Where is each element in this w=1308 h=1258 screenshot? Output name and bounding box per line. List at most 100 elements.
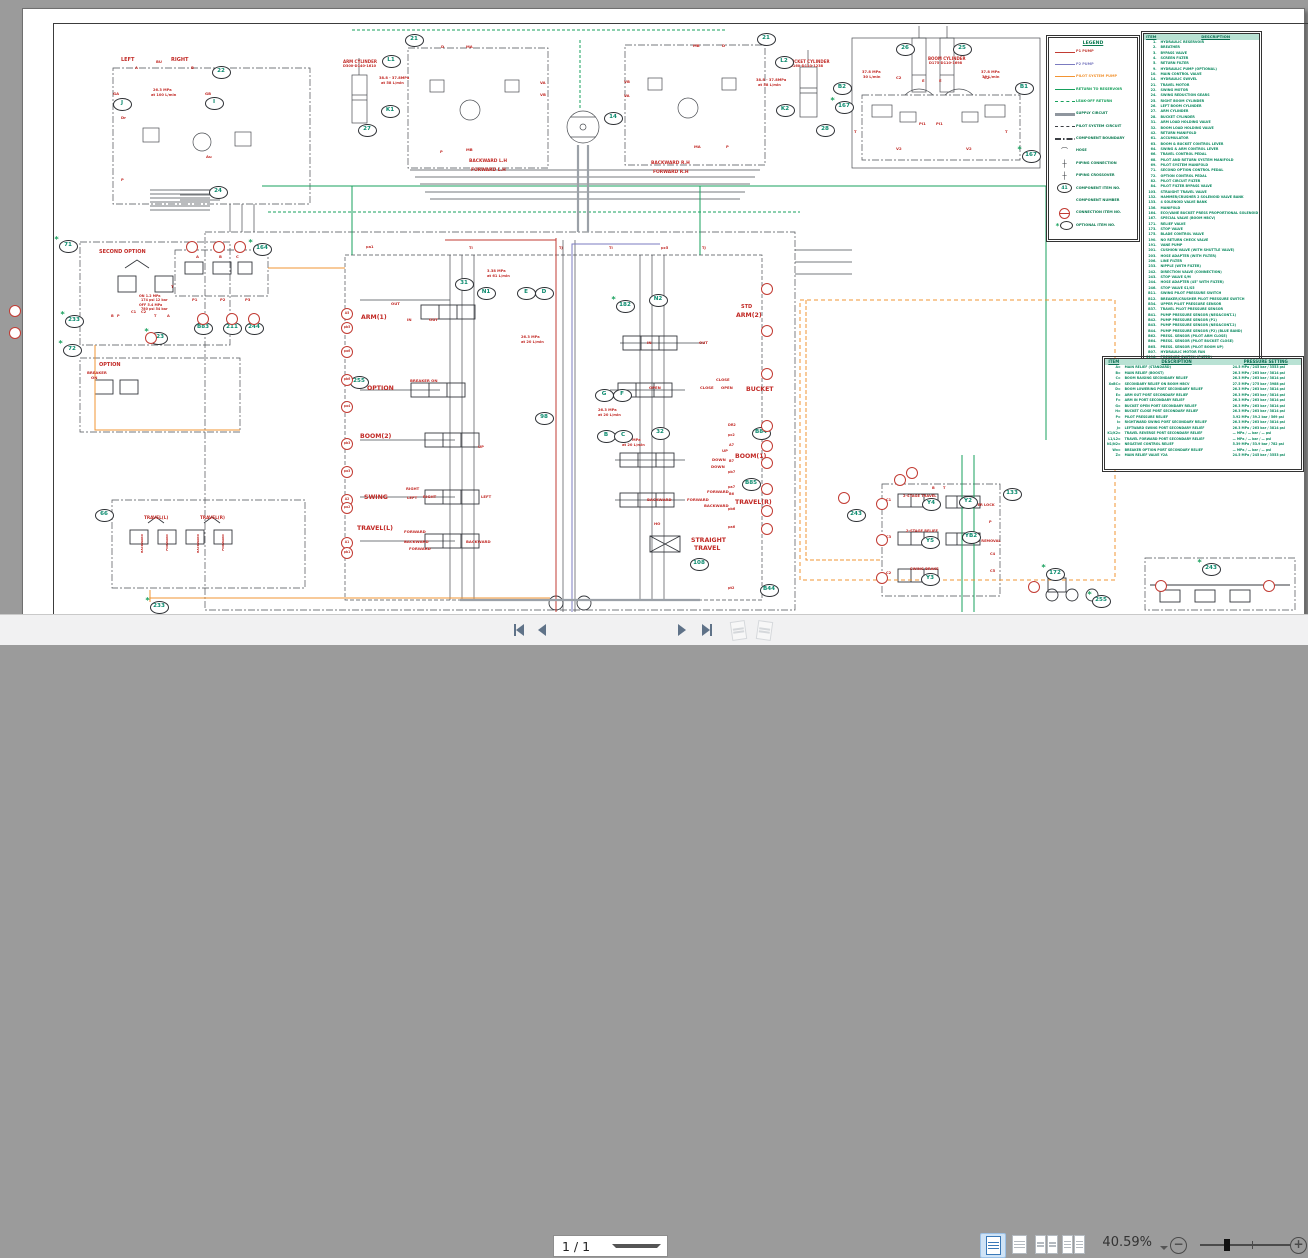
- table-cell: MAIN RELIEF (STANDARD): [1124, 365, 1172, 369]
- diagram-label: T: [154, 314, 157, 318]
- table-cell: VANE PUMP: [1160, 243, 1183, 248]
- zoom-slider[interactable]: [1200, 1239, 1290, 1251]
- table-cell: MAIN RELIEF (BOOST): [1124, 370, 1164, 375]
- component-item-circle: D: [534, 286, 554, 300]
- two-page-view-icon: [1034, 1235, 1058, 1254]
- diagram-label: OUT: [391, 301, 400, 306]
- table-cell: 26.3 MPa / 263 bar / 3814 psi: [1232, 425, 1285, 430]
- table-row: Wx=BREAKER OPTION PORT SECONDARY RELIEF—…: [1105, 448, 1301, 454]
- table-cell: B12.: [1148, 296, 1157, 301]
- diagram-label: B: [219, 254, 222, 259]
- table-row: 173.STOP VALVE: [1144, 227, 1259, 232]
- table-cell: LEFTWARD SWING PORT SECONDARY RELIEF: [1124, 425, 1205, 430]
- table-cell: 244.: [1148, 280, 1157, 285]
- component-item-circle: 71*: [55, 235, 78, 253]
- diagram-label: at 61 L/min: [487, 274, 510, 278]
- single-page-view-button[interactable]: [980, 1233, 1006, 1258]
- table-cell: B64.: [1148, 339, 1157, 344]
- table-cell: 27.5 MPa / 275 bar / 3988 psi: [1232, 381, 1285, 386]
- table-cell: PUMP PRESSURE SENSOR (NEG&CONT.1): [1160, 312, 1237, 317]
- table-cell: PRESS. SENSOR (PILOT ARM CLOSE): [1160, 333, 1228, 338]
- component-item-circle: 133: [1002, 487, 1022, 501]
- diagram-label: B: [191, 65, 194, 70]
- zoom-in-button[interactable]: +: [1290, 1237, 1307, 1254]
- diagram-label: OFF 5.4 MPa: [139, 303, 163, 307]
- legend-swatch-hose-icon: ⌒: [1061, 147, 1068, 156]
- legend-entry-label: COMPONENT BOUNDARY: [1076, 136, 1125, 141]
- table-cell: 190.: [1148, 237, 1157, 242]
- diagram-label: VB: [540, 92, 546, 97]
- table-row: 71.SECOND OPTION CONTROL PEDAL: [1144, 168, 1259, 173]
- table-cell: 4 SOLENOID VALVE BANK: [1160, 200, 1208, 205]
- table-cell: 63.: [1150, 141, 1157, 146]
- diagram-label: 30 L/min: [863, 75, 881, 79]
- rotate-right-button[interactable]: [752, 615, 776, 645]
- table-row: 136.MANIFOLD: [1144, 206, 1259, 211]
- rotate-left-button[interactable]: [726, 615, 750, 645]
- connection-item-circle: [876, 534, 888, 546]
- diagram-label: C3: [886, 535, 892, 539]
- diagram-label: UP: [478, 444, 484, 449]
- table-cell: HYDRAULIC RESERVOIR: [1160, 40, 1204, 44]
- diagram-label: BUCKET: [746, 386, 774, 393]
- first-page-button[interactable]: [508, 615, 530, 645]
- page-number-combobox[interactable]: 1 / 1: [553, 1235, 668, 1257]
- connection-item-circle: pa4: [341, 401, 353, 413]
- zoom-out-button[interactable]: −: [1170, 1237, 1187, 1254]
- connection-item-circle: [761, 483, 773, 495]
- two-page-continuous-view-button[interactable]: [1061, 1233, 1085, 1256]
- component-item-circle: B2: [832, 81, 852, 95]
- diagram-label: DOWN: [712, 457, 726, 462]
- table-cell: SPECIAL VALVE (BOOM HBCV): [1160, 216, 1216, 221]
- diagram-label: at 20 L/min: [622, 443, 645, 447]
- continuous-view-button[interactable]: [1007, 1233, 1031, 1256]
- table-cell: 71.: [1150, 168, 1157, 173]
- component-item-circle: 167*: [831, 96, 854, 114]
- next-page-button[interactable]: [674, 615, 690, 645]
- legend-entry-label: PILOT SYSTEM PUMP: [1076, 74, 1118, 79]
- last-page-button[interactable]: [696, 615, 718, 645]
- diagram-label: BACKWARD: [139, 534, 144, 553]
- table-cell: 26.3 MPa / 263 bar / 3814 psi: [1232, 370, 1285, 375]
- two-page-view-button[interactable]: [1034, 1233, 1058, 1256]
- table-cell: 26.3 MPa / 263 bar / 3814 psi: [1232, 403, 1285, 408]
- connection-item-circle: pb1: [341, 547, 353, 559]
- table-cell: 191.: [1148, 243, 1157, 248]
- diagram-label: at 58 L/min: [758, 83, 781, 87]
- last-page-icon: [701, 624, 710, 636]
- diagram-label: T: [943, 486, 946, 490]
- zoom-slider-thumb[interactable]: [1224, 1239, 1230, 1251]
- table-row: 82.PILOT CIRCUIT FILTER: [1144, 179, 1259, 184]
- table-cell: 84.: [1150, 184, 1157, 189]
- table-cell: HYDRAULIC SWIVEL: [1160, 77, 1198, 82]
- diagram-label: STD: [741, 304, 753, 310]
- previous-page-button[interactable]: [534, 615, 550, 645]
- zoom-level-display[interactable]: 40.59%: [1102, 1235, 1152, 1250]
- diagram-label: OPEN: [649, 385, 661, 390]
- table-cell: K1/K2=: [1107, 431, 1121, 435]
- table-row: L1/L2=TRAVEL FORWARD PORT SECONDARY RELI…: [1105, 437, 1301, 443]
- table-cell: ARM LOAD HOLDING VALVE: [1160, 120, 1211, 125]
- legend-entry-label: COMPONENT NUMBER: [1076, 198, 1120, 203]
- table-cell: RETURN MANIFOLD: [1160, 130, 1197, 135]
- table-cell: 175.: [1148, 232, 1157, 237]
- table-row: 68.PILOT AND RETURN SYSTEM MANIFOLD: [1144, 158, 1259, 163]
- component-item-circle: 24: [208, 185, 228, 199]
- table-cell: N1/N2=: [1107, 442, 1121, 446]
- connection-item-circle: pb3: [341, 438, 353, 450]
- legend-entry-label: SUPPLY CIRCUIT: [1076, 111, 1108, 116]
- diagram-label: P: [121, 177, 124, 182]
- table-cell: 22.: [1150, 88, 1157, 93]
- legend-entry: P1 PUMP: [1049, 46, 1137, 58]
- zoom-menu-caret-icon[interactable]: [1160, 1246, 1168, 1254]
- legend-swatch-line-icon: [1053, 46, 1076, 58]
- diagram-label: C5: [990, 569, 996, 573]
- diagram-label: DOWN: [711, 464, 725, 469]
- legend-entry: ┼PIPING CROSSOVER: [1049, 170, 1137, 182]
- component-item-circle: E: [516, 286, 536, 300]
- diagram-label: LEFT: [121, 57, 135, 63]
- table-cell: 5.39 MPa / 53.9 bar / 782 psi: [1232, 442, 1284, 446]
- table-row: 167.SPECIAL VALVE (BOOM HBCV): [1144, 216, 1259, 221]
- legend-swatch-line-icon: [1053, 71, 1076, 83]
- table-cell: 164.: [1148, 211, 1157, 215]
